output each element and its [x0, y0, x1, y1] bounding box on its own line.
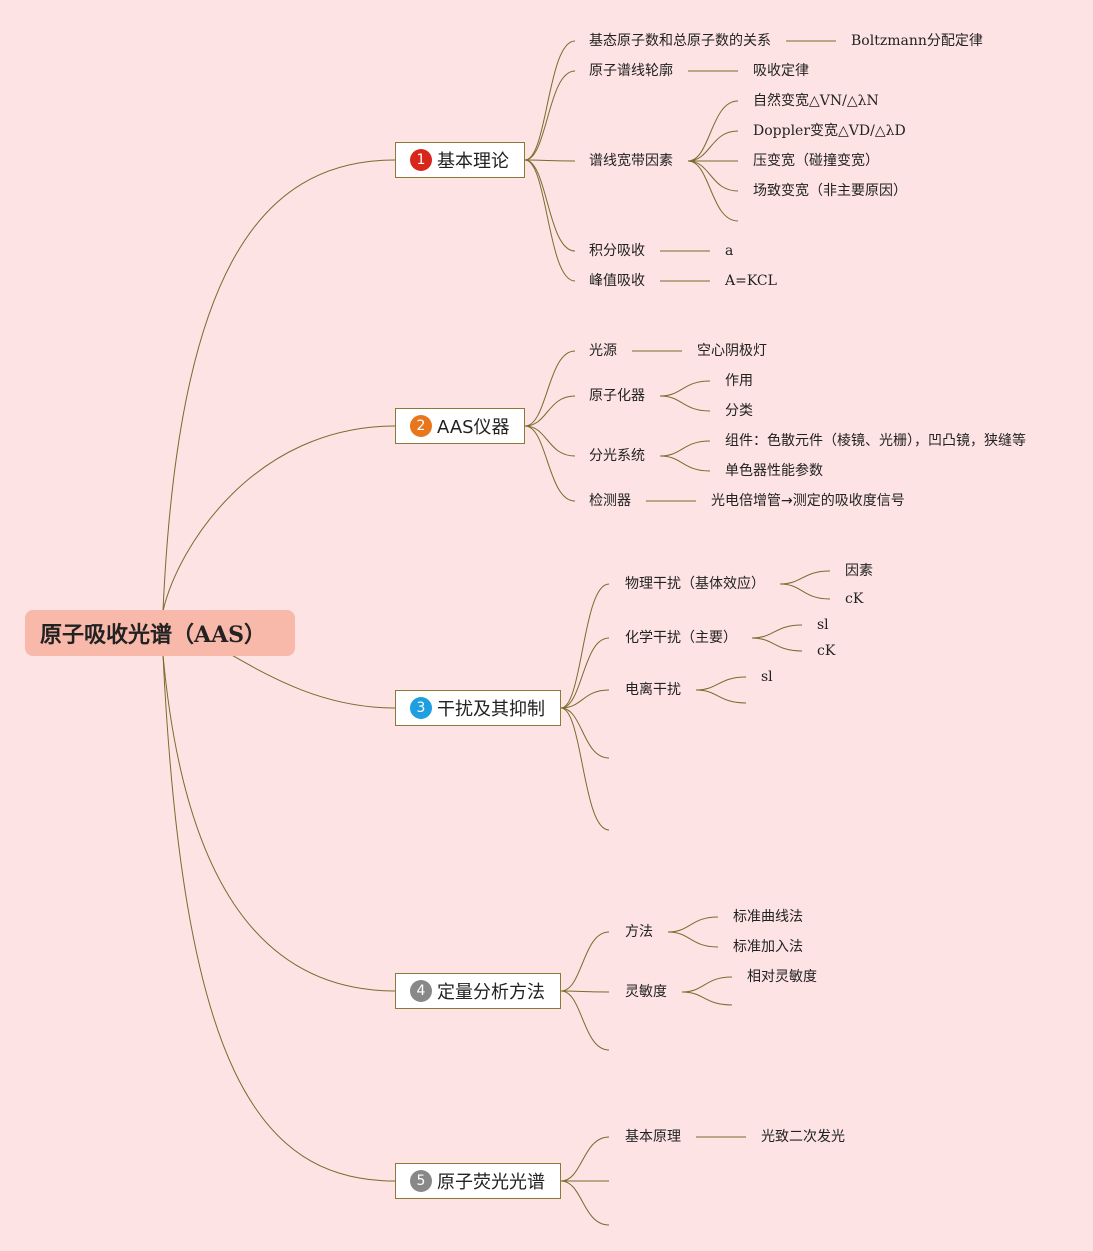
- topic-broadening-factors[interactable]: 谱线宽带因素: [589, 153, 673, 169]
- connector: [560, 689, 610, 709]
- connector: [779, 570, 831, 585]
- connector: [681, 991, 733, 1006]
- root-connector: [162, 159, 396, 612]
- branch-5-atomic-fluorescence[interactable]: 5 原子荧光光谱: [395, 1163, 561, 1199]
- branch-label: AAS仪器: [437, 417, 510, 438]
- branch-1-basic-theory[interactable]: 1 基本理论: [395, 142, 525, 178]
- connector: [524, 425, 576, 457]
- connector: [524, 70, 576, 161]
- connector: [687, 100, 739, 162]
- connector: [560, 707, 610, 831]
- branch-label: 基本理论: [437, 151, 509, 172]
- branch-3-interference[interactable]: 3 干扰及其抑制: [395, 690, 561, 726]
- connector: [751, 624, 803, 639]
- connector: [560, 990, 610, 1051]
- number-badge-5-icon: 5: [410, 1170, 432, 1192]
- connector: [779, 583, 831, 600]
- leaf-hollow-cathode-lamp[interactable]: 空心阴极灯: [697, 343, 767, 359]
- connector: [687, 160, 739, 192]
- connector: [560, 707, 610, 759]
- root-connector: [162, 654, 396, 1182]
- topic-ionization-interference[interactable]: 电离干扰: [625, 682, 681, 698]
- topic-detector[interactable]: 检测器: [589, 493, 631, 509]
- connector: [560, 583, 610, 709]
- leaf-boltzmann-law[interactable]: Boltzmann分配定律: [851, 33, 983, 49]
- number-badge-1-icon: 1: [410, 149, 432, 171]
- topic-chemical-interference[interactable]: 化学干扰（主要）: [625, 630, 737, 646]
- connector: [524, 425, 576, 502]
- root-connector: [162, 654, 396, 992]
- connector: [524, 395, 576, 427]
- leaf-pressure-broadening[interactable]: 压变宽（碰撞变宽）: [753, 153, 879, 169]
- connector: [560, 1136, 610, 1182]
- connector: [687, 130, 739, 162]
- number-badge-2-icon: 2: [410, 415, 432, 437]
- connector: [659, 395, 711, 412]
- leaf-a[interactable]: a: [725, 243, 734, 259]
- leaf-absorption-law[interactable]: 吸收定律: [753, 63, 809, 79]
- topic-integral-absorption[interactable]: 积分吸收: [589, 243, 645, 259]
- connector: [659, 380, 711, 397]
- connector: [560, 1180, 610, 1226]
- leaf-doppler-broadening[interactable]: Doppler变宽△VD/△λD: [753, 123, 906, 139]
- topic-ground-state-ratio[interactable]: 基态原子数和总原子数的关系: [589, 33, 771, 49]
- topic-basic-principle[interactable]: 基本原理: [625, 1129, 681, 1145]
- connector: [560, 990, 610, 993]
- branch-2-aas-instrument[interactable]: 2 AAS仪器: [395, 408, 525, 444]
- topic-line-profile[interactable]: 原子谱线轮廓: [589, 63, 673, 79]
- topic-physical-interference[interactable]: 物理干扰（基体效应）: [625, 576, 765, 592]
- branch-label: 定量分析方法: [437, 982, 545, 1003]
- topic-light-source[interactable]: 光源: [589, 343, 617, 359]
- connector: [560, 637, 610, 709]
- connector: [524, 40, 576, 161]
- leaf-monochromator-params[interactable]: 单色器性能参数: [725, 463, 823, 479]
- leaf-sl-2[interactable]: sl: [761, 669, 773, 685]
- branch-4-quantitative-methods[interactable]: 4 定量分析方法: [395, 973, 561, 1009]
- topic-spectroscopic-system[interactable]: 分光系统: [589, 448, 645, 464]
- leaf-factors[interactable]: 因素: [845, 563, 873, 579]
- connector: [524, 159, 576, 162]
- connector: [681, 976, 733, 993]
- number-badge-4-icon: 4: [410, 980, 432, 1002]
- connector: [524, 350, 576, 427]
- leaf-sl-1[interactable]: sl: [817, 617, 829, 633]
- topic-peak-absorption[interactable]: 峰值吸收: [589, 273, 645, 289]
- leaf-ck-2[interactable]: cK: [817, 643, 836, 659]
- connector: [659, 440, 711, 457]
- leaf-components[interactable]: 组件：色散元件（棱镜、光栅），凹凸镜，狭缝等: [725, 433, 1026, 449]
- connector: [524, 159, 576, 282]
- connector: [695, 689, 747, 704]
- connector: [695, 676, 747, 691]
- leaf-standard-curve[interactable]: 标准曲线法: [733, 909, 803, 925]
- branch-label: 原子荧光光谱: [437, 1172, 545, 1193]
- number-badge-3-icon: 3: [410, 697, 432, 719]
- leaf-a-kcl[interactable]: A=KCL: [725, 273, 777, 289]
- root-topic[interactable]: 原子吸收光谱（AAS）: [25, 610, 295, 656]
- connector: [659, 455, 711, 472]
- leaf-function[interactable]: 作用: [725, 373, 753, 389]
- topic-atomizer[interactable]: 原子化器: [589, 388, 645, 404]
- branch-label: 干扰及其抑制: [437, 699, 545, 720]
- root-connector: [162, 425, 396, 612]
- topic-sensitivity[interactable]: 灵敏度: [625, 984, 667, 1000]
- leaf-standard-addition[interactable]: 标准加入法: [733, 939, 803, 955]
- leaf-photoluminescence[interactable]: 光致二次发光: [761, 1129, 845, 1145]
- connector: [667, 916, 719, 933]
- connector: [524, 159, 576, 252]
- leaf-relative-sensitivity[interactable]: 相对灵敏度: [747, 969, 817, 985]
- leaf-photomultiplier[interactable]: 光电倍增管→测定的吸收度信号: [711, 493, 905, 509]
- leaf-natural-broadening[interactable]: 自然变宽△VN/△λN: [753, 93, 879, 109]
- leaf-classification[interactable]: 分类: [725, 403, 753, 419]
- connector: [560, 931, 610, 992]
- connector: [687, 160, 739, 222]
- leaf-ck-1[interactable]: cK: [845, 591, 864, 607]
- connector: [667, 931, 719, 948]
- leaf-field-broadening[interactable]: 场致变宽（非主要原因）: [753, 183, 907, 199]
- topic-method[interactable]: 方法: [625, 924, 653, 940]
- connector: [751, 637, 803, 652]
